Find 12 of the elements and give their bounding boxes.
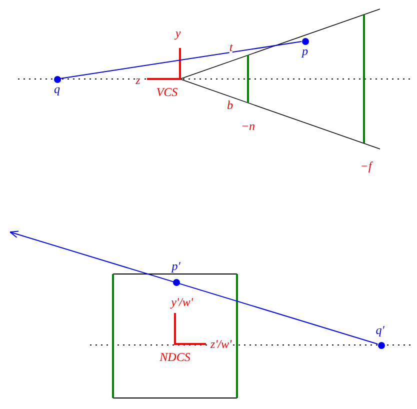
frustum-label: t <box>229 41 233 53</box>
point-label: p' <box>172 260 180 272</box>
plane-label: −f <box>360 160 372 172</box>
axis-label: z'/w' <box>210 338 232 350</box>
arrow <box>10 230 378 344</box>
point-label: q <box>54 83 60 95</box>
coordinate-system-label: NDCS <box>160 351 190 363</box>
point-label: q' <box>376 324 384 336</box>
coordinate-system-label: VCS <box>156 86 178 98</box>
frustum-label: b <box>227 99 233 111</box>
point-label: p <box>302 45 308 57</box>
axis-label: y'/w' <box>171 296 193 308</box>
